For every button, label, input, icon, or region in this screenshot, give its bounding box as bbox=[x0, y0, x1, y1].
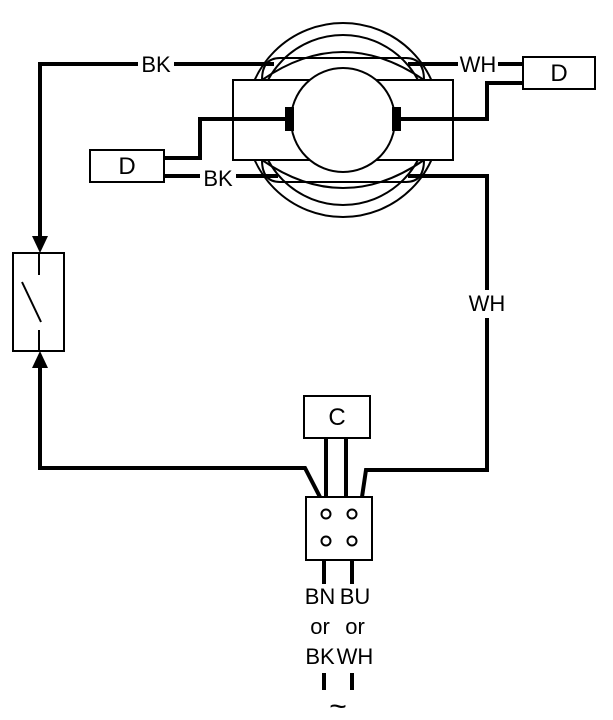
winding-bottom bbox=[261, 159, 425, 189]
wire-bk-top bbox=[38, 62, 274, 247]
arrow-down-icon bbox=[32, 236, 48, 253]
supply-left-line1: BN bbox=[305, 584, 336, 609]
d-left-label: D bbox=[118, 153, 135, 180]
wire-brush-left bbox=[162, 117, 287, 160]
brush-right bbox=[392, 107, 401, 131]
supply-right-line3: WH bbox=[337, 644, 374, 669]
component-d-left: D bbox=[89, 149, 165, 183]
label-wh-top: WH bbox=[460, 52, 497, 77]
winding-bottom-inner bbox=[261, 159, 425, 183]
supply-left-line2: or bbox=[310, 614, 330, 639]
brush-left bbox=[285, 107, 294, 131]
winding-top bbox=[261, 51, 425, 81]
switch bbox=[12, 236, 65, 368]
wire-brush-right bbox=[399, 81, 525, 121]
arrow-up-icon bbox=[32, 351, 48, 368]
motor-rotor bbox=[290, 67, 396, 173]
wire-switch-return bbox=[38, 356, 323, 500]
winding-top-inner bbox=[261, 57, 425, 81]
d-right-label: D bbox=[550, 60, 567, 87]
component-d-right: D bbox=[522, 56, 596, 90]
supply-right-line1: BU bbox=[340, 584, 371, 609]
capacitor-label: C bbox=[328, 404, 345, 431]
label-wh-right: WH bbox=[469, 291, 506, 316]
terminal-block bbox=[305, 496, 373, 561]
supply-right-line2: or bbox=[345, 614, 365, 639]
label-bk-mid: BK bbox=[203, 166, 233, 191]
wires bbox=[38, 62, 525, 690]
supply-left-line3: BK bbox=[305, 644, 335, 669]
component-capacitor: C bbox=[303, 395, 371, 439]
ac-symbol: ~ bbox=[329, 690, 347, 720]
wire-wh-right bbox=[359, 174, 489, 500]
label-bk-top: BK bbox=[141, 52, 171, 77]
